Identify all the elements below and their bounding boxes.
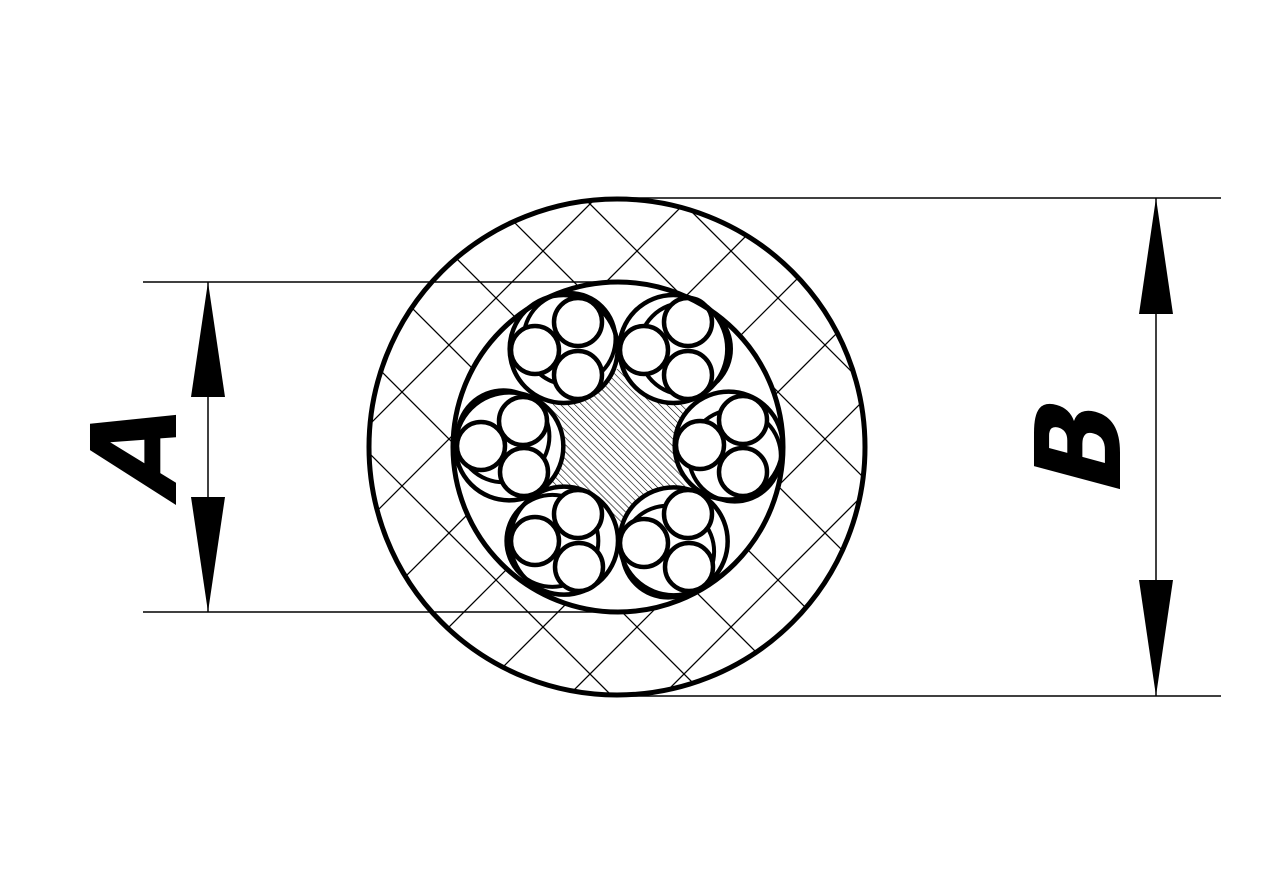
wire-circle bbox=[661, 348, 715, 402]
strands bbox=[453, 290, 785, 600]
arrowhead-b-bottom bbox=[1139, 580, 1173, 696]
wire-circle bbox=[551, 487, 605, 541]
crosshatch-line bbox=[579, 198, 866, 696]
crosshatch-line bbox=[368, 198, 413, 696]
arrowhead-a-bottom bbox=[191, 497, 225, 612]
crosshatch-line bbox=[1144, 100, 1280, 800]
wire-circle bbox=[716, 445, 770, 499]
dimension-label-a: A bbox=[68, 385, 205, 513]
strand-top-right bbox=[617, 292, 733, 406]
crosshatch-line bbox=[368, 198, 789, 696]
center-filler bbox=[540, 369, 696, 525]
wire-circle bbox=[552, 540, 606, 594]
strand-left bbox=[453, 388, 566, 503]
crosshatch-line bbox=[1238, 100, 1280, 800]
wire-circle bbox=[496, 394, 550, 448]
strand-bottom-left bbox=[504, 484, 621, 597]
crosshatch-line bbox=[557, 198, 866, 696]
strand-bottom-right bbox=[617, 485, 730, 600]
wire-circle bbox=[661, 487, 715, 541]
crosshatch-line bbox=[463, 198, 866, 696]
wire-circle bbox=[617, 323, 671, 377]
wire-circle bbox=[508, 323, 562, 377]
wire-circle bbox=[716, 393, 770, 447]
strand-right bbox=[672, 389, 785, 504]
crosshatch-line bbox=[485, 198, 866, 696]
crosshatch-line bbox=[0, 100, 36, 800]
arrowhead-a-top bbox=[191, 282, 225, 397]
strand-lay-arc bbox=[504, 492, 601, 589]
arrowhead-b-top bbox=[1139, 198, 1173, 314]
crosshatch-line bbox=[368, 198, 717, 696]
wire-circle bbox=[673, 418, 727, 472]
wire-circle bbox=[551, 348, 605, 402]
dimension-label-b: B bbox=[1012, 381, 1149, 508]
crosshatch-line bbox=[368, 198, 695, 696]
wire-circle bbox=[551, 295, 605, 349]
wire-circle bbox=[662, 540, 716, 594]
wire-circle bbox=[497, 445, 551, 499]
inner-core-circle bbox=[450, 279, 786, 615]
wire-circle bbox=[454, 419, 508, 473]
strand-top-left bbox=[507, 290, 620, 406]
outer-sheath-circle bbox=[366, 196, 868, 698]
wire-circle bbox=[617, 516, 671, 570]
wire-circle bbox=[508, 514, 562, 568]
